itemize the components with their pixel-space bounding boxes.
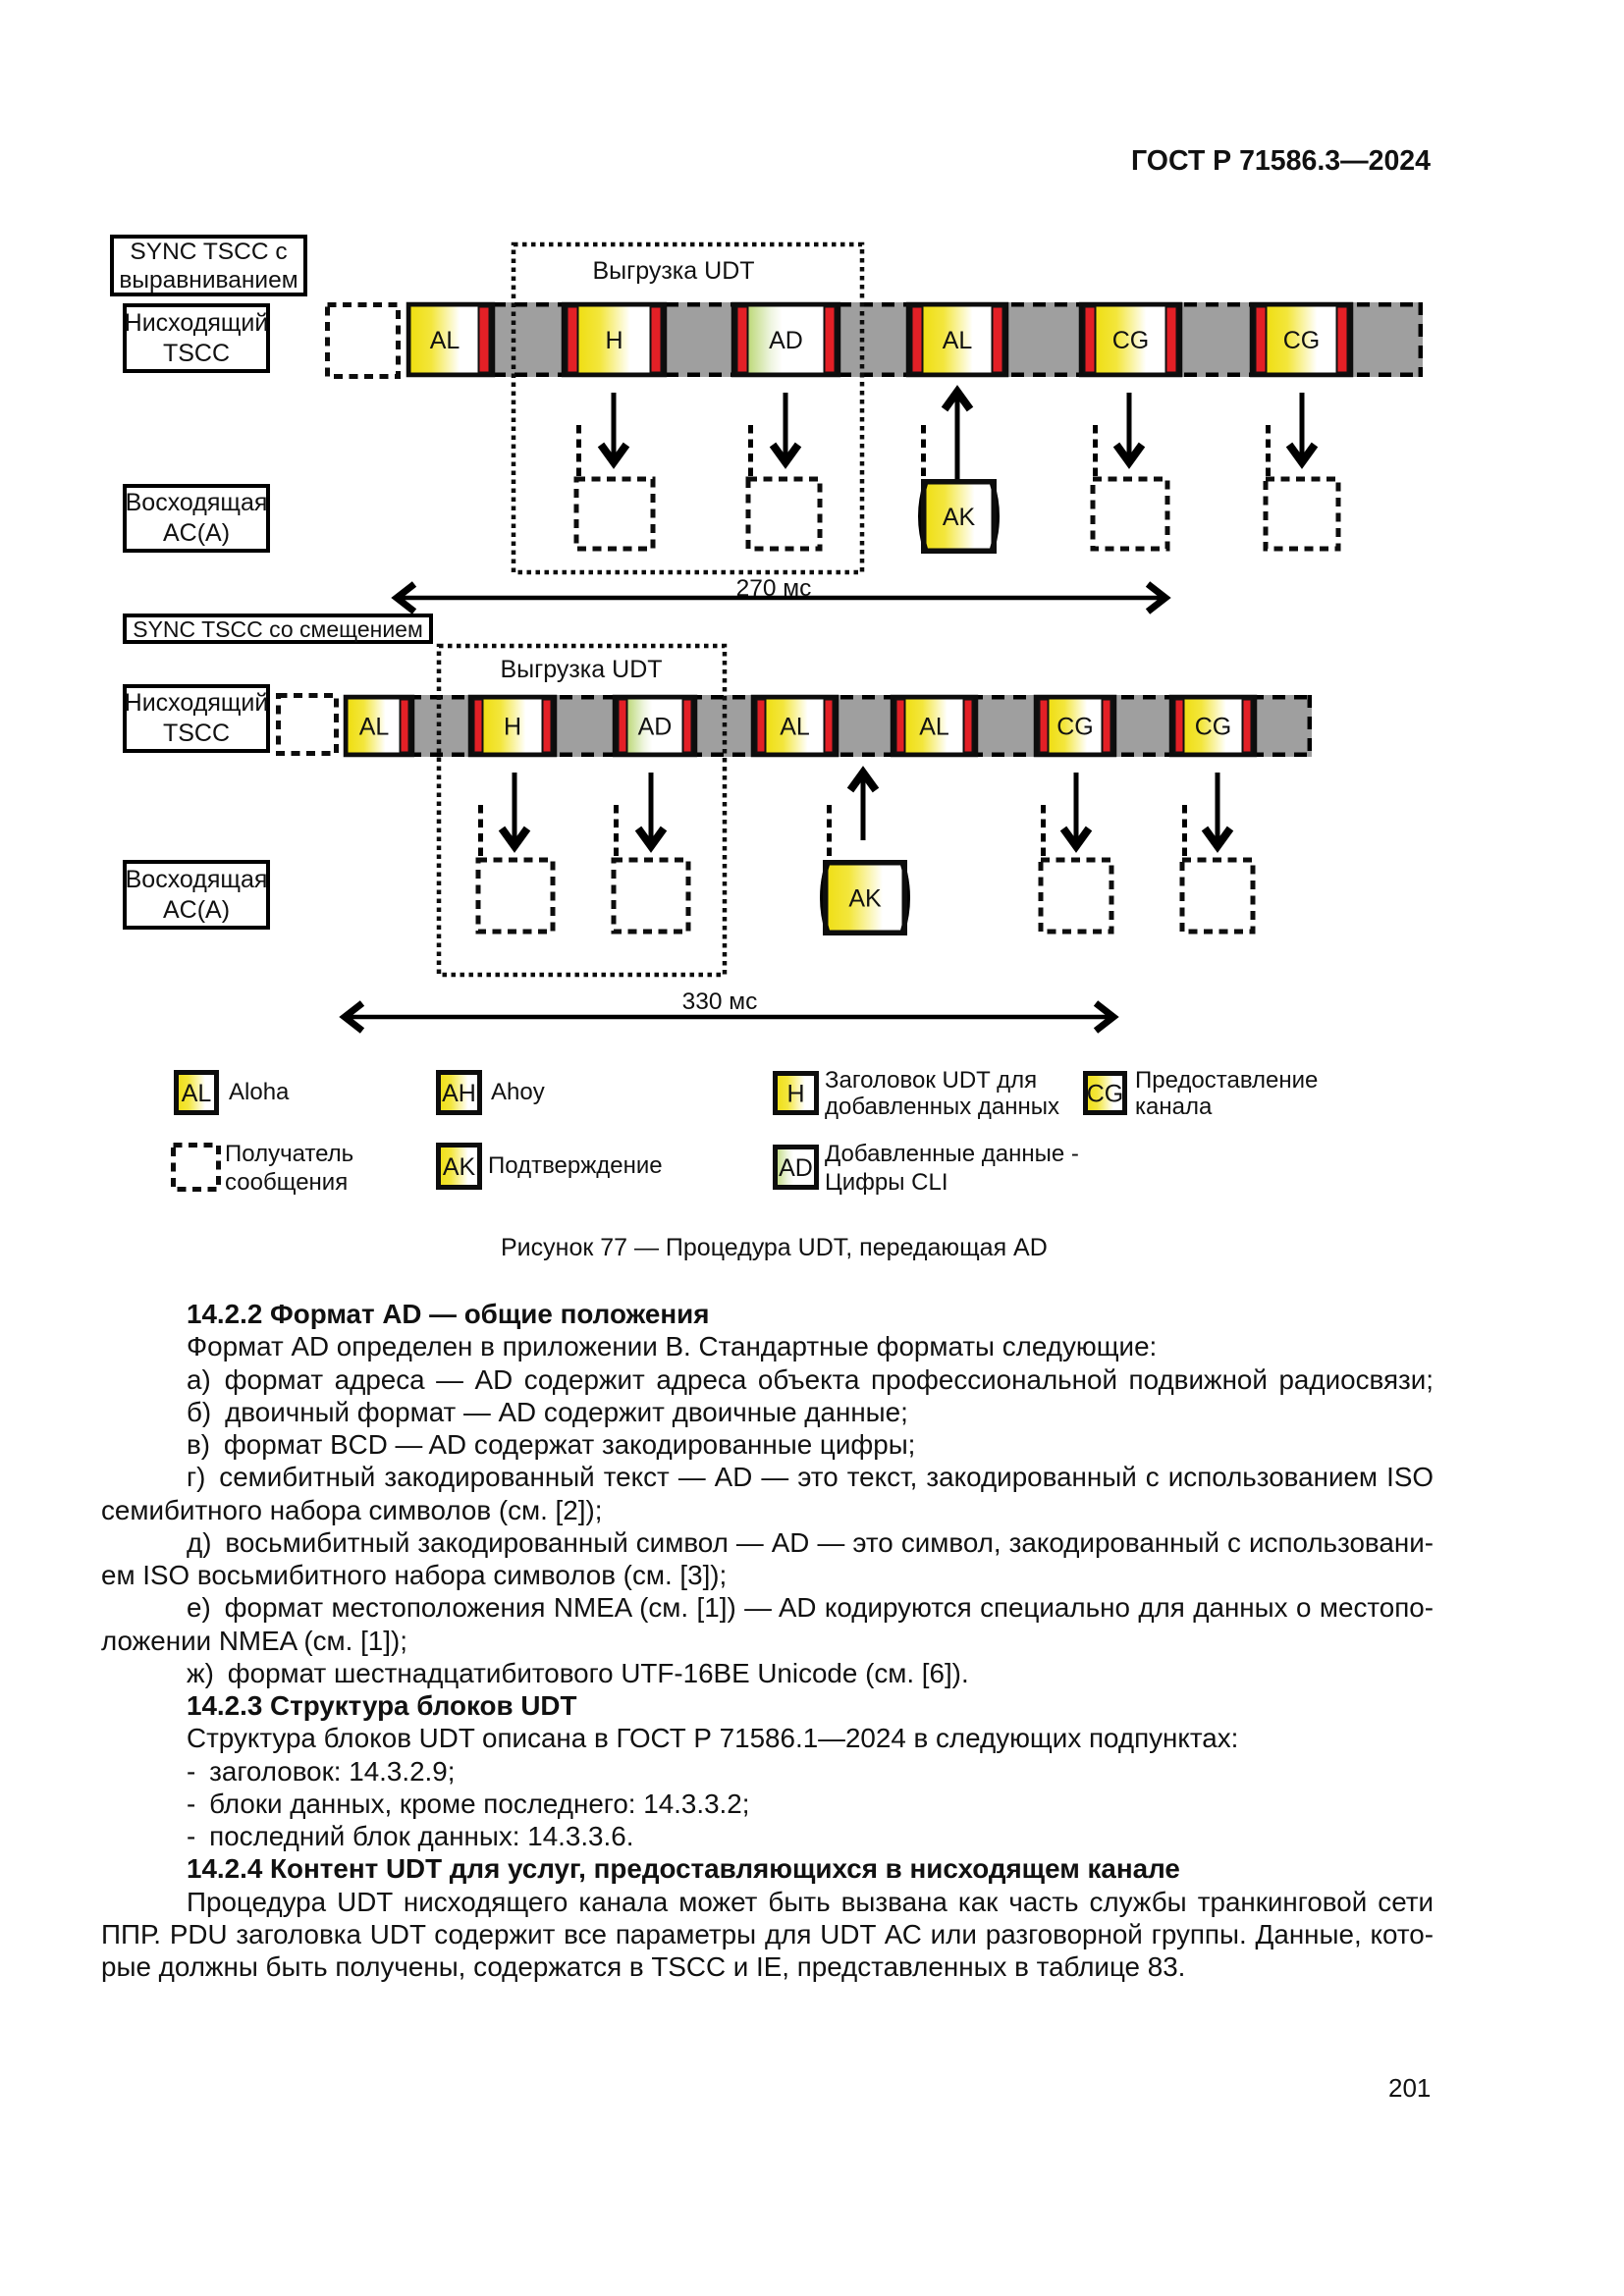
svg-text:AL: AL bbox=[359, 714, 390, 741]
svg-text:AH: AH bbox=[442, 1080, 476, 1107]
svg-text:H: H bbox=[786, 1081, 804, 1108]
svg-text:AK: AK bbox=[943, 504, 976, 531]
svg-text:H: H bbox=[504, 714, 521, 741]
svg-text:H: H bbox=[605, 327, 623, 354]
svg-text:AL: AL bbox=[430, 327, 460, 354]
svg-text:AK: AK bbox=[443, 1153, 476, 1181]
svg-text:CG: CG bbox=[1056, 714, 1094, 741]
svg-text:AD: AD bbox=[638, 714, 673, 741]
svg-text:AD: AD bbox=[779, 1154, 813, 1182]
svg-text:CG: CG bbox=[1283, 327, 1321, 354]
svg-text:AL: AL bbox=[182, 1080, 212, 1107]
svg-text:AK: AK bbox=[848, 885, 882, 913]
svg-text:AL: AL bbox=[919, 714, 949, 741]
svg-text:AL: AL bbox=[780, 714, 810, 741]
svg-text:AD: AD bbox=[769, 327, 803, 354]
svg-text:CG: CG bbox=[1112, 327, 1150, 354]
svg-text:AL: AL bbox=[943, 327, 973, 354]
svg-text:CG: CG bbox=[1087, 1081, 1124, 1108]
svg-text:CG: CG bbox=[1195, 714, 1232, 741]
